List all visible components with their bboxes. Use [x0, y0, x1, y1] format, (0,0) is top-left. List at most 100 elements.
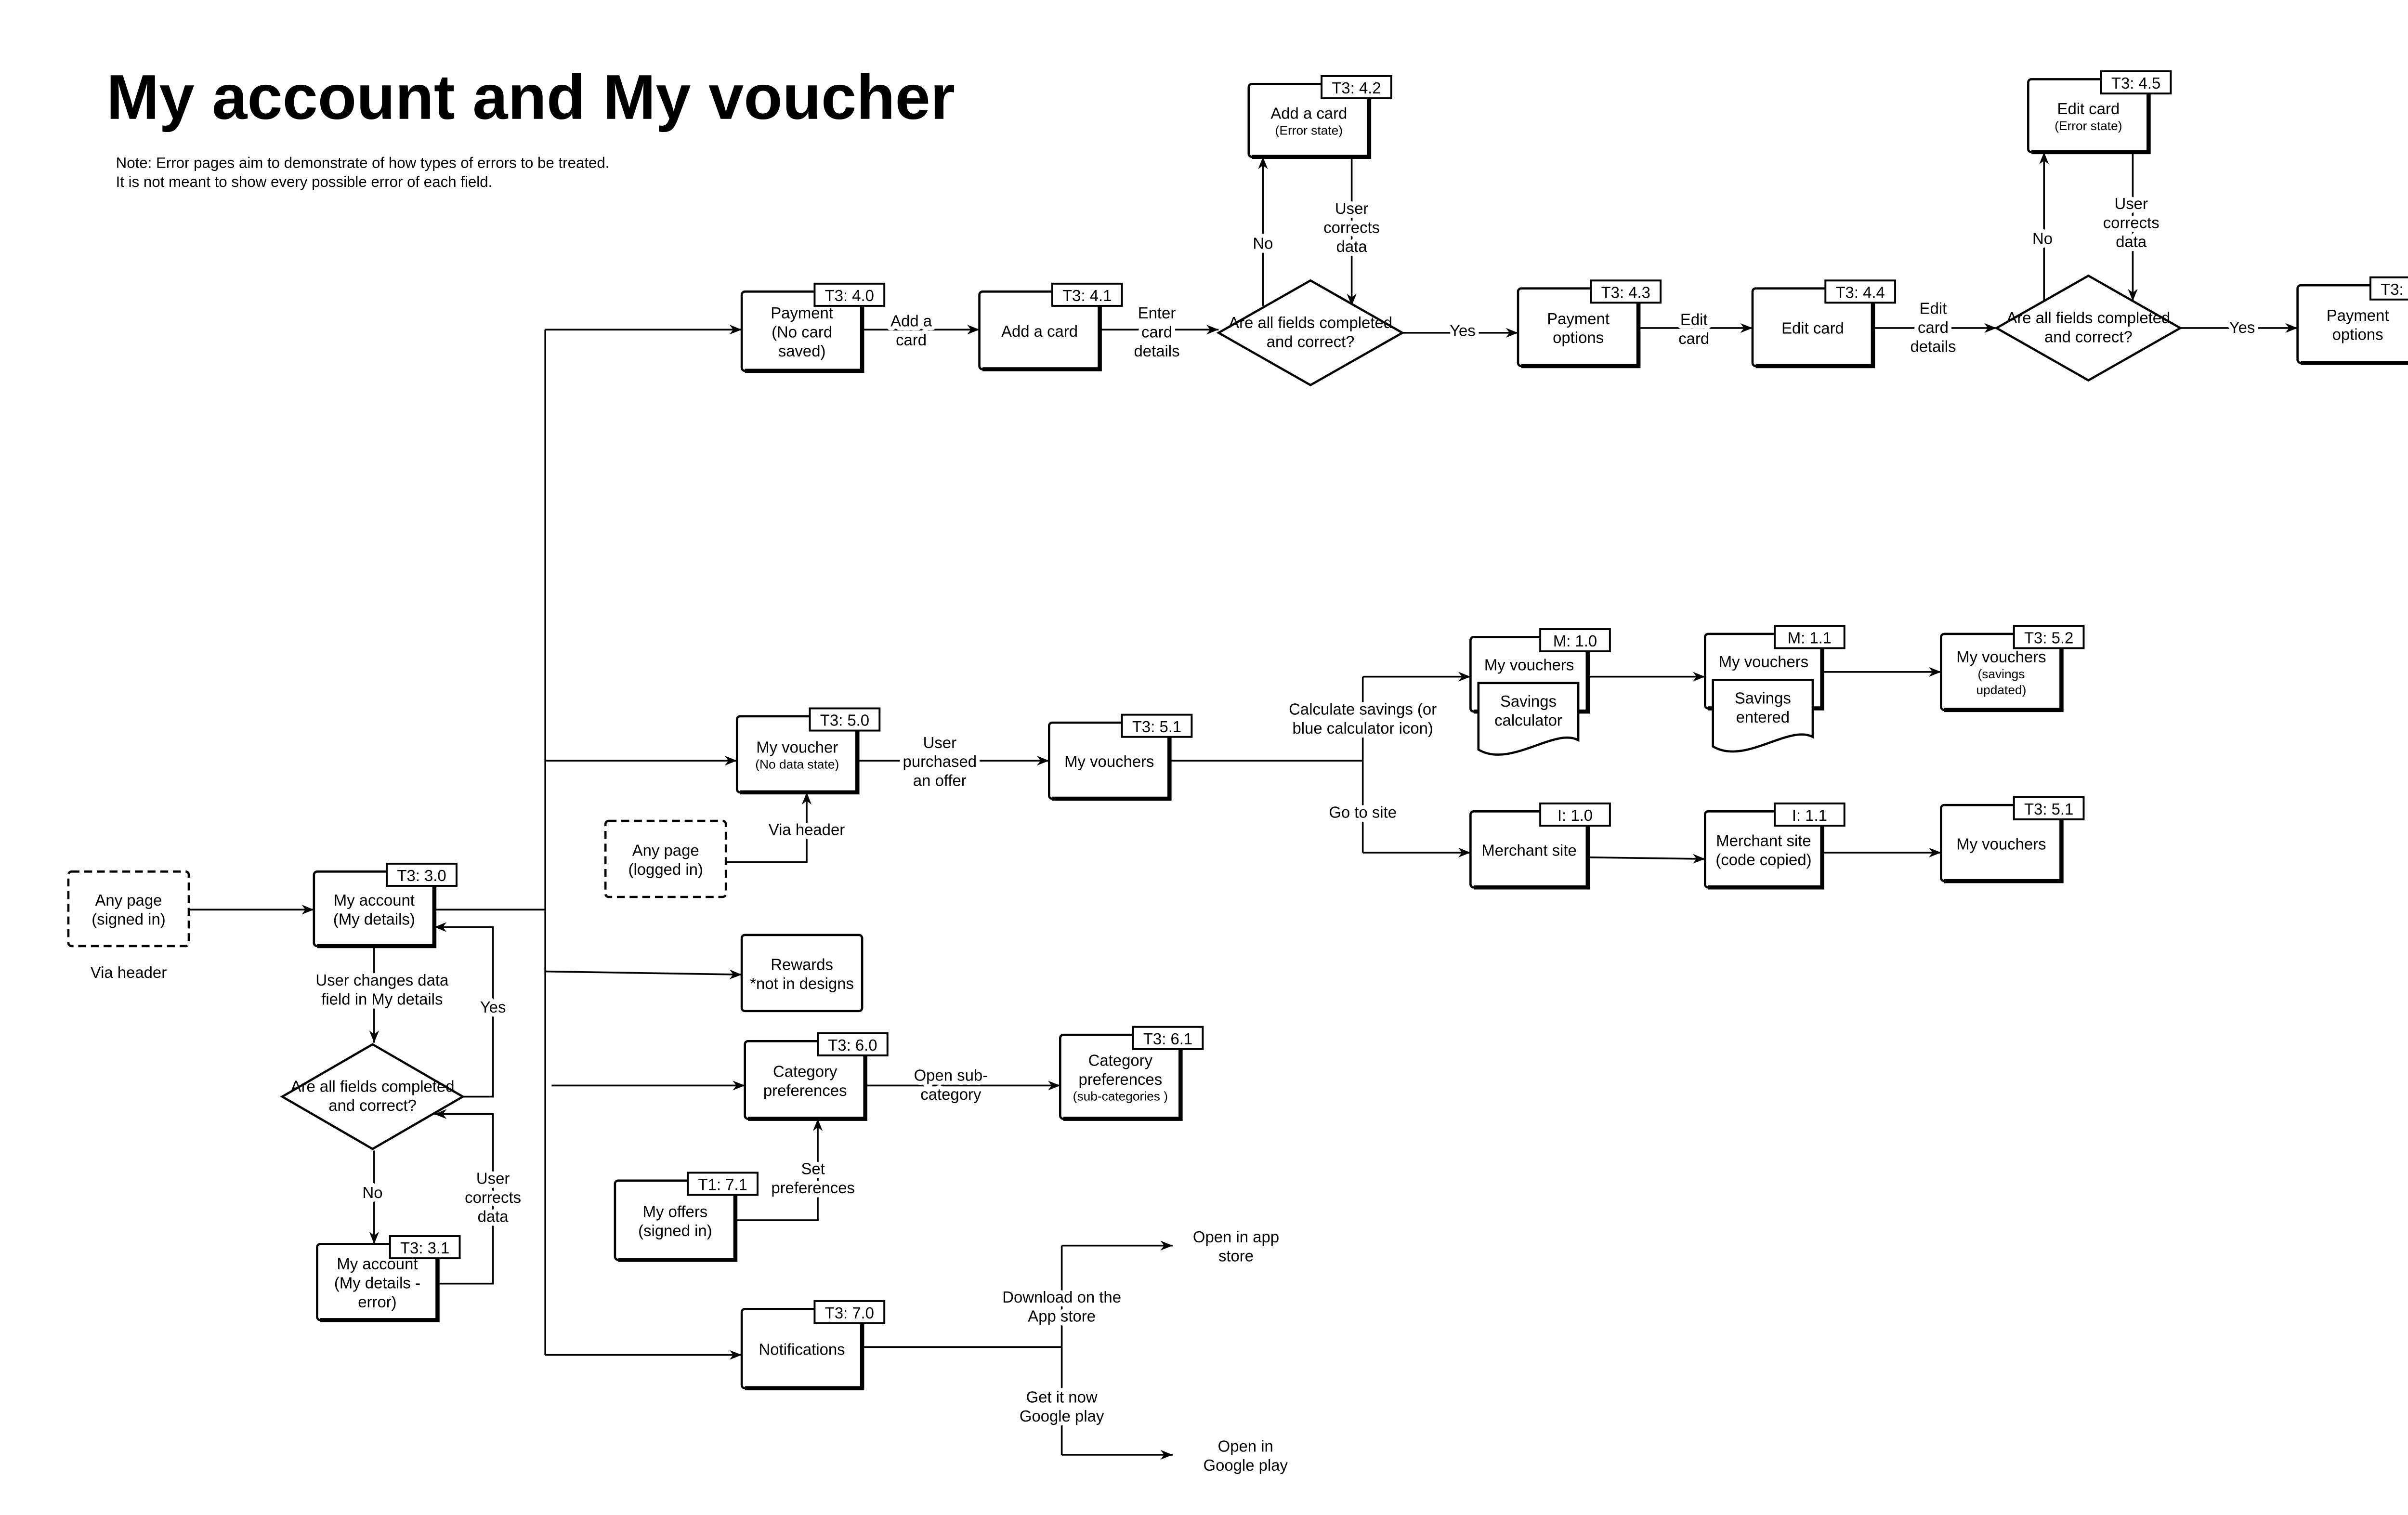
screen-id: T3: 3.1: [400, 1239, 449, 1257]
node-label: Notifications: [759, 1341, 845, 1358]
box-shadow: [745, 1312, 864, 1391]
node-label: Merchant site: [1716, 832, 1811, 850]
screen-id: T3: 6.1: [1143, 1030, 1192, 1048]
decision-diamond: [280, 1043, 465, 1150]
node-any-page-signed[interactable]: Any page(signed in): [67, 870, 190, 948]
node-label: error): [358, 1293, 396, 1311]
box-shadow: [2301, 361, 2408, 365]
edge-label-text: User changes data: [315, 971, 449, 989]
document-text: Savings: [1735, 689, 1791, 707]
node-my-account-error[interactable]: T3: 3.1My account(My details -error): [316, 1235, 461, 1322]
edge-label-text: Yes: [1450, 321, 1476, 339]
edge-label-text: Go to site: [1329, 804, 1397, 821]
node-rewards[interactable]: Rewards*not in designs: [740, 934, 864, 1013]
edge-label-text: card: [1918, 318, 1949, 336]
label-go-to-site: Go to site: [1325, 799, 1400, 825]
node-label: and correct?: [2044, 328, 2133, 346]
edge-label-text: Add a: [890, 312, 932, 330]
node-my-voucher[interactable]: T3: 5.0My voucher(No data state): [735, 707, 881, 795]
screen-id-tag: [2013, 625, 2085, 649]
node-any-page-logged[interactable]: Any page(logged in): [604, 819, 727, 898]
node-label: (signed in): [638, 1222, 712, 1239]
node-label: My account: [337, 1255, 418, 1273]
screen-id-tag: [1590, 279, 1662, 304]
nodes: Any page(signed in)T3: 3.0My account(My …: [67, 70, 2408, 1391]
node-label: options: [1553, 329, 1604, 346]
edge-label-text: Via header: [769, 821, 845, 839]
node-label: My vouchers: [1719, 653, 1808, 671]
node-label: (My details): [333, 910, 415, 928]
label-via-header-2: Via header: [765, 817, 849, 842]
arrow-connector: [726, 792, 812, 863]
node-category-preferences-sub[interactable]: T3: 6.1Categorypreferences(sub-categorie…: [1059, 1026, 1204, 1121]
box-shadow: [1052, 725, 1172, 801]
node-sublabel: (savings: [1977, 667, 2025, 681]
node-my-vouchers-51b[interactable]: T3: 5.1My vouchers: [1940, 796, 2085, 883]
node-label: My vouchers: [1064, 752, 1154, 770]
label-via-header-1: Via header: [87, 960, 171, 985]
node-label: My vouchers: [1484, 656, 1574, 674]
edge-label-text: preferences: [771, 1179, 855, 1197]
document-text: entered: [1736, 708, 1790, 726]
node-my-vouchers-51[interactable]: T3: 5.1My vouchers: [1048, 713, 1193, 801]
screen-id: T3: 5.2: [2024, 629, 2073, 647]
node-label: Edit card: [1781, 319, 1844, 337]
document-shape: [1712, 678, 1814, 753]
node-label: Edit card: [2057, 100, 2120, 118]
node-my-offers[interactable]: T1: 7.1My offers(signed in): [614, 1172, 759, 1262]
page-title: My account and My voucher: [106, 62, 955, 132]
screen-id-tag: [1051, 282, 1123, 307]
edge-label-text: User: [923, 734, 956, 751]
node-box: [740, 934, 864, 1013]
node-label: (code copied): [1715, 851, 1811, 869]
node-label: Any page: [95, 891, 162, 909]
box-shadow: [1708, 814, 1824, 890]
node-label: Payment: [771, 304, 833, 322]
edge-label-text: App store: [1028, 1307, 1096, 1325]
connectors: [188, 152, 2298, 1460]
document-text: calculator: [1494, 711, 1562, 729]
node-label: options: [2332, 326, 2383, 343]
edge-label-text: data: [2116, 233, 2147, 250]
node-label: preferences: [763, 1081, 847, 1099]
screen-id-tag: [1774, 802, 1845, 827]
box-shadow: [1521, 291, 1641, 369]
screen-id-tag: [687, 1172, 759, 1196]
box-shadow: [1063, 1038, 1183, 1121]
note-line-2: It is not meant to show every possible e…: [116, 173, 493, 190]
label-no-account: No: [358, 1180, 386, 1205]
screen-id-tag: [1539, 802, 1611, 827]
screen-id: T3: 3.0: [397, 867, 446, 884]
screen-id-tag: [386, 862, 458, 887]
edge-label-text: corrects: [2103, 214, 2159, 232]
node-label: My vouchers: [1956, 648, 2046, 666]
screen-id: I: 1.0: [1557, 806, 1593, 824]
node-label: Are all fields completed: [291, 1078, 455, 1095]
arrow-connector: [434, 1109, 494, 1285]
node-label: *not in designs: [750, 975, 854, 992]
node-my-account[interactable]: T3: 3.0My account(My details): [313, 862, 458, 949]
screen-id: T3: 4.0: [825, 287, 874, 304]
edge-label-text: category: [920, 1085, 982, 1103]
